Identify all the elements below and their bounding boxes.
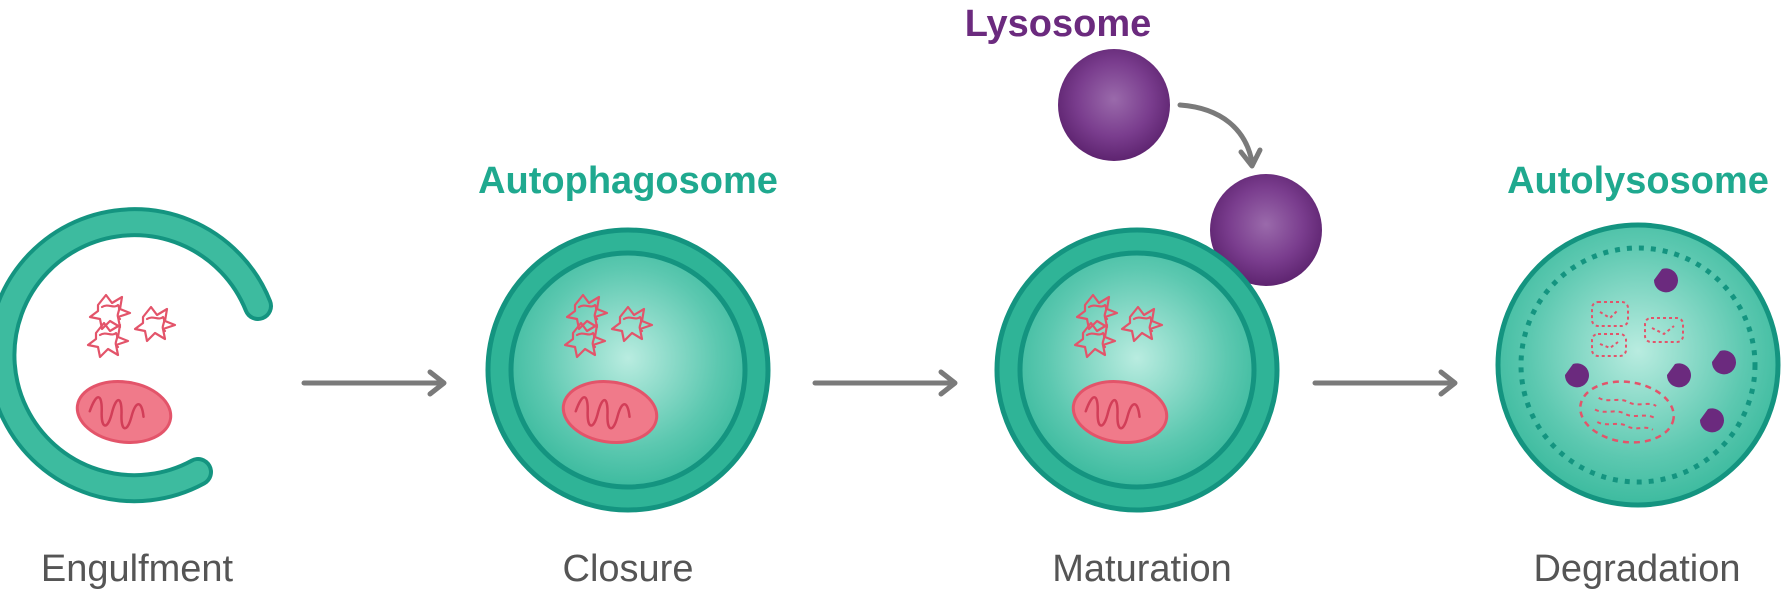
autolysosome-vesicle — [1495, 222, 1781, 508]
arrow-maturation-to-degradation — [1312, 369, 1458, 397]
lysosome-approach-arrow — [1177, 102, 1263, 169]
degrading-mitochondrion — [1579, 380, 1675, 444]
autophagosome-title: Autophagosome — [478, 160, 778, 202]
engulfment-protein-aggregates — [86, 293, 177, 359]
stage-label-degradation: Degradation — [1533, 548, 1740, 590]
engulfment-phagophore — [0, 207, 273, 504]
maturation-mitochondrion — [1071, 380, 1169, 444]
degrading-protein-aggregates — [1591, 301, 1684, 357]
arrow-closure-to-maturation — [812, 369, 958, 397]
stage-label-maturation: Maturation — [1052, 548, 1232, 590]
arrow-engulfment-to-closure — [301, 369, 447, 397]
autophagosome-vesicle — [485, 227, 771, 513]
autolysosome-title: Autolysosome — [1507, 160, 1769, 202]
closure-mitochondrion — [561, 380, 659, 444]
lysosome-title: Lysosome — [965, 3, 1152, 45]
lysosomal-enzymes — [1564, 268, 1736, 433]
maturing-autophagosome — [994, 227, 1280, 513]
stage-label-engulfment: Engulfment — [41, 548, 234, 590]
engulfment-mitochondrion — [75, 380, 173, 444]
free-lysosome — [1058, 49, 1170, 161]
stage-label-closure: Closure — [563, 548, 694, 590]
